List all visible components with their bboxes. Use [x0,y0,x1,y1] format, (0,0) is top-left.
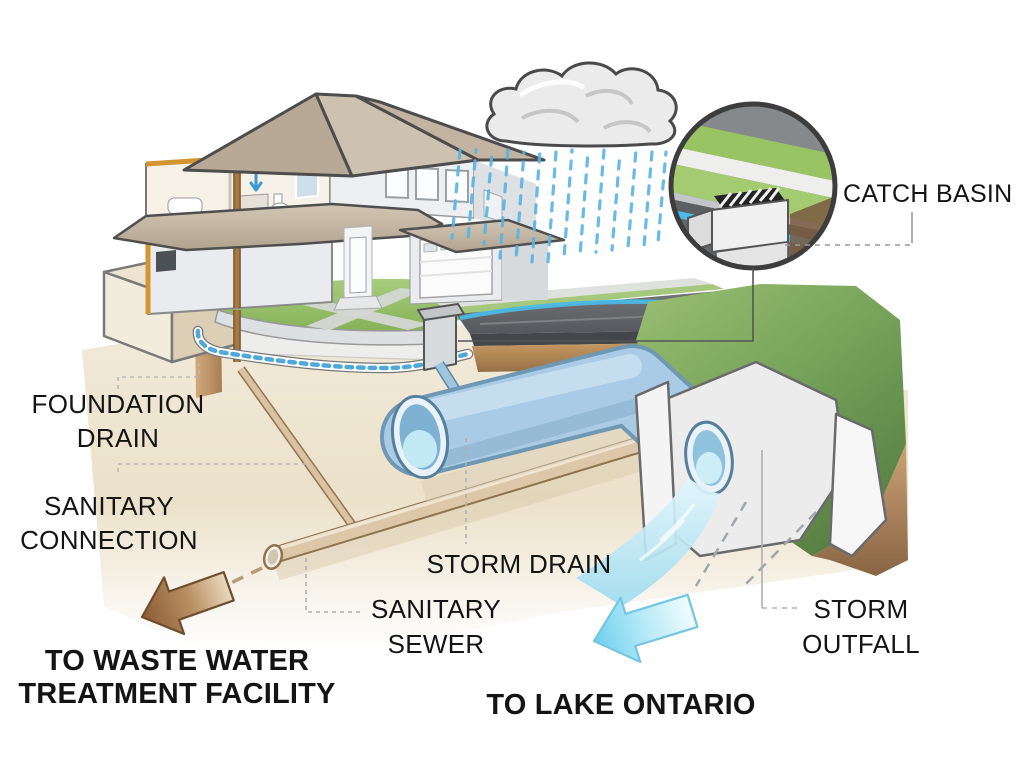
outfall-stream [576,478,720,606]
to-waste-water-label: TO WASTE WATER TREATMENT FACILITY [18,645,335,712]
label-line: STORM [813,594,909,624]
flow-arrows [140,571,699,664]
basement-window [156,250,176,272]
cloud-shade [585,88,634,106]
sanitary-sewer-label: SANITARY SEWER [371,592,501,662]
storm-outfall-label: STORM OUTFALL [802,592,920,662]
foundation-drain-leader [117,363,200,389]
wing-wall-right [828,412,888,558]
wing-roof [354,94,546,162]
label-line: TO WASTE WATER [44,645,310,677]
label-line: DRAIN [76,422,160,453]
cloud-shade [603,120,652,134]
label-line: CATCH BASIN [843,180,1013,208]
sanitary-connection-label: SANITARY CONNECTION [20,490,198,558]
garage-roof [398,218,566,254]
door-seam [419,256,493,263]
inset-sidewalk [671,138,835,208]
storm-drain-label: STORM DRAIN [427,548,612,582]
house [112,92,566,316]
rain [450,148,668,264]
label-line: TREATMENT FACILITY [18,678,336,711]
rain-cloud [485,61,678,148]
catch-basin-label: CATCH BASIN [843,178,1013,211]
catch-basin-base [715,241,789,268]
storm-pipe-water [402,430,438,468]
to-lake-arrow-icon [592,593,699,664]
label-line: SEWER [387,629,485,660]
inset-leader [458,268,754,342]
sanitary-connection-leader [117,463,308,472]
foundation-drain-label: FOUNDATION DRAIN [32,388,205,456]
label-line: SANITARY [43,491,175,521]
label-line: SANITARY [370,594,502,624]
front-door [349,236,367,294]
catch-basin-cap [417,303,465,321]
window [415,166,439,202]
porch-steps [333,295,383,311]
leader-lines [117,212,913,613]
cloud-icon [485,61,678,148]
sanitary-sewer-leader [305,558,364,613]
label-line: CONNECTION [20,524,198,555]
cloud-shade [521,108,580,124]
label-line: OUTFALL [802,629,920,660]
to-treatment-arrow-icon [140,571,235,636]
door-seam [419,270,493,277]
drain-flow-arrow-icon [249,170,263,192]
sanitary-connection-pipe [238,367,361,535]
boulevard-grass [446,284,724,314]
inset-grass [671,113,835,191]
cloud-highlight [518,79,586,98]
to-lake-ontario-label: TO LAKE ONTARIO [486,689,755,722]
label-line: TO LAKE ONTARIO [486,689,756,721]
street-catch-basin [417,303,465,371]
outfall-flow-dashes [694,501,748,587]
label-line: FOUNDATION [31,389,205,419]
label-line: STORM DRAIN [426,549,612,579]
